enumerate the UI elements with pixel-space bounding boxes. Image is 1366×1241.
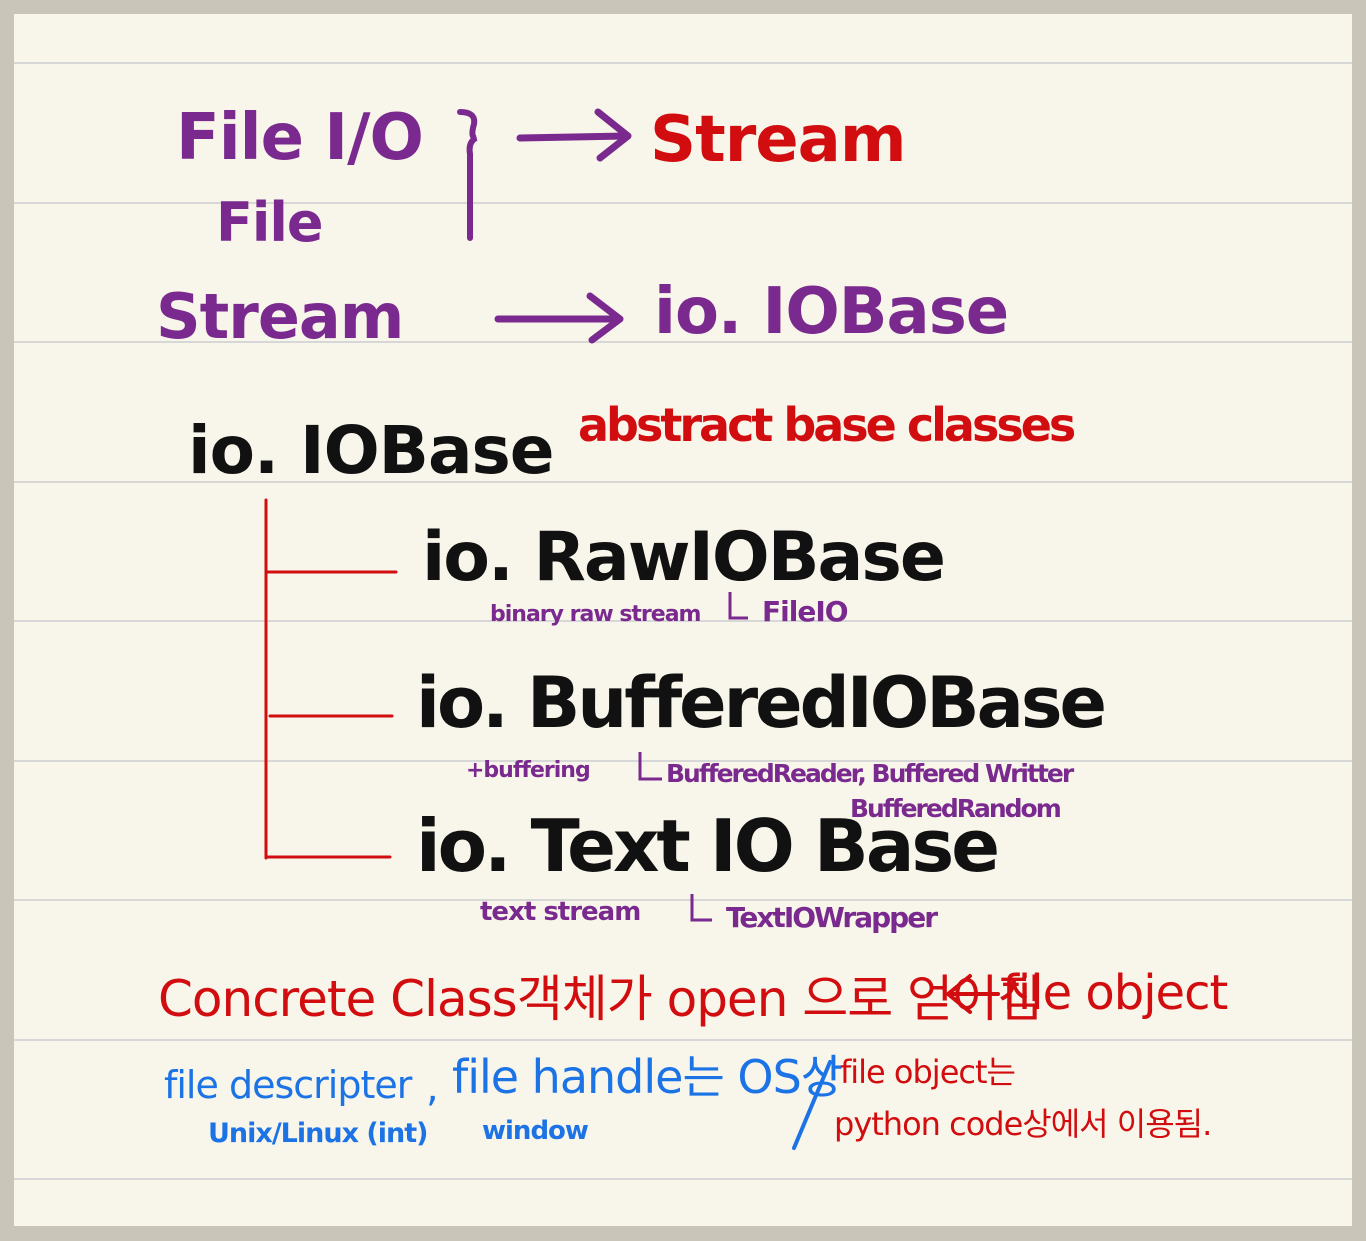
ruled-line — [14, 760, 1352, 762]
file-io-label: File I/O — [176, 101, 424, 175]
raw-desc: binary raw stream — [490, 602, 701, 627]
hierarchy-tree-lines — [264, 498, 398, 860]
ruled-line — [14, 481, 1352, 483]
unix-int-label: Unix/Linux (int) — [208, 1118, 428, 1149]
iobase-purple: io. IOBase — [654, 275, 1009, 349]
ruled-line — [14, 620, 1352, 622]
arrow-right-icon — [494, 292, 624, 344]
stream-heading: Stream — [650, 103, 907, 177]
arrow-right-icon — [516, 108, 632, 162]
ruled-line — [14, 899, 1352, 901]
note-page: File I/O File Stream Stream io. IOBase i… — [14, 14, 1352, 1226]
file-object-label: file object — [1002, 965, 1228, 1021]
buffered-iobase: io. BufferedIOBase — [416, 662, 1107, 744]
impl-connectors — [638, 592, 748, 922]
stream-label: Stream — [156, 280, 404, 353]
ruled-line — [14, 341, 1352, 343]
buffered-desc: +buffering — [466, 758, 591, 783]
ruled-line — [14, 62, 1352, 64]
buffered-impl: BufferedReader, Buffered Writter — [666, 759, 1074, 788]
iobase-root: io. IOBase — [188, 412, 555, 489]
abstract-base-classes: abstract base classes — [578, 398, 1076, 452]
text-desc: text stream — [480, 897, 641, 927]
arrow-left-icon — [946, 974, 1000, 1014]
ruled-line — [14, 202, 1352, 204]
file-object-note-2: python code상에서 이용됨. — [834, 1105, 1212, 1143]
raw-iobase: io. RawIOBase — [422, 518, 946, 597]
window-label: window — [482, 1116, 589, 1146]
file-object-note-1: file object는 — [840, 1053, 1016, 1091]
ruled-line — [14, 1178, 1352, 1180]
buffered-impl-2: BufferedRandom — [850, 794, 1062, 823]
separator-slash — [792, 1060, 832, 1150]
text-impl: TextIOWrapper — [726, 901, 938, 934]
ruled-line — [14, 1039, 1352, 1041]
comma: , — [426, 1065, 439, 1111]
handwritten-strokes — [264, 108, 1000, 1150]
file-handle-label: file handle는 OS상 — [452, 1050, 843, 1104]
file-descriptor-label: file descripter — [164, 1063, 412, 1107]
brace-stroke — [457, 109, 478, 241]
text-iobase: io. Text IO Base — [416, 804, 1000, 888]
raw-impl: FileIO — [762, 595, 849, 628]
concrete-class-note: Concrete Class객체가 open 으로 얻어짐 — [158, 970, 1043, 1028]
file-label: File — [216, 191, 324, 254]
